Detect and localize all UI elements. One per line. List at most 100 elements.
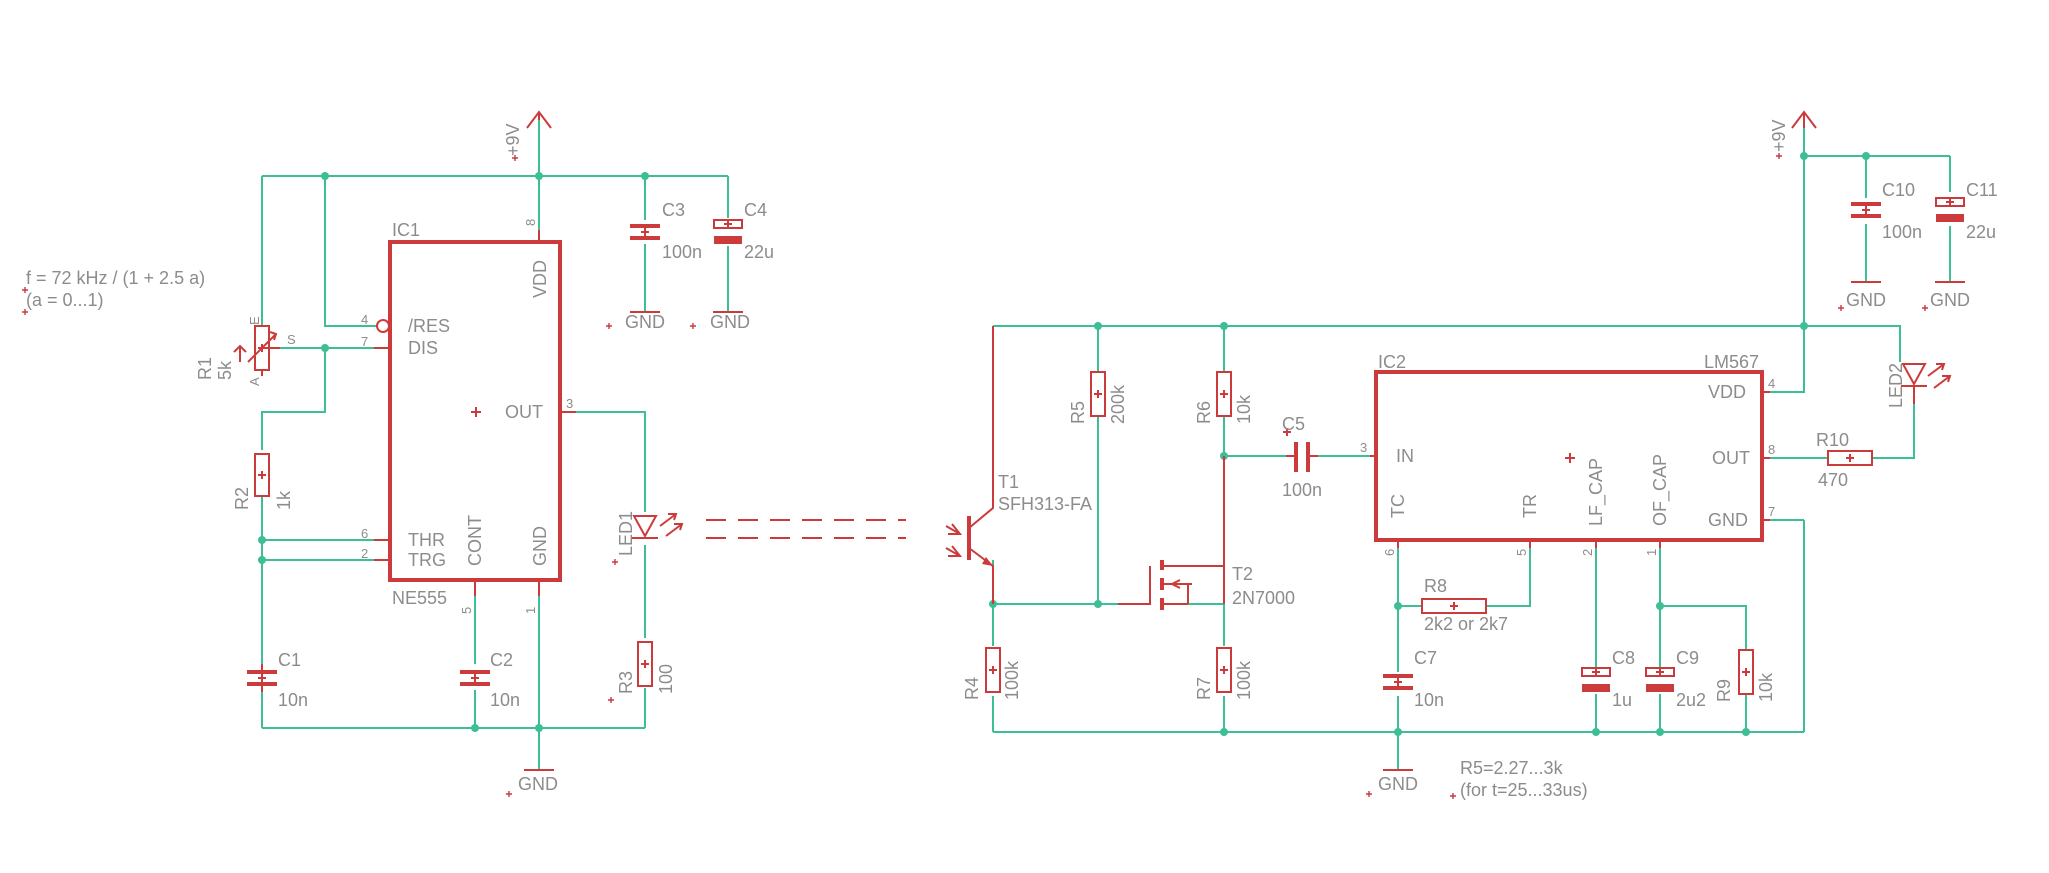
svg-text:GND: GND (1378, 774, 1418, 794)
svg-text:8: 8 (1768, 442, 1775, 457)
svg-text:10n: 10n (490, 690, 520, 710)
svg-text:C1: C1 (278, 650, 301, 670)
svg-text:R2: R2 (232, 487, 252, 510)
svg-text:3: 3 (1360, 440, 1367, 455)
frequency-formula: f = 72 kHz / (1 + 2.5 a) (26, 268, 205, 288)
svg-text:7: 7 (361, 334, 368, 349)
svg-text:T2: T2 (1232, 564, 1253, 584)
t2-mosfet: T2 2N7000 (1118, 456, 1295, 610)
c8-electrolytic: C8 1u (1581, 648, 1635, 710)
svg-text:IN: IN (1396, 446, 1414, 466)
svg-text:3: 3 (566, 396, 573, 411)
t1-phototransistor: T1 SFH313-FA (945, 326, 1092, 604)
svg-text:2: 2 (361, 546, 368, 561)
gnd-symbols-left: GND GND GND (518, 311, 750, 794)
svg-text:6: 6 (361, 526, 368, 541)
r3-resistor: R3 100 (616, 641, 676, 694)
svg-text:R3: R3 (616, 671, 636, 694)
svg-text:2N7000: 2N7000 (1232, 588, 1295, 608)
svg-text:100n: 100n (1882, 222, 1922, 242)
svg-text:IC2: IC2 (1378, 352, 1406, 372)
svg-text:1u: 1u (1612, 690, 1632, 710)
svg-text:OF_CAP: OF_CAP (1650, 454, 1671, 526)
svg-text:GND: GND (1930, 290, 1970, 310)
svg-text:100n: 100n (662, 242, 702, 262)
ic1-pin-gnd: GND (530, 526, 550, 566)
svg-text:GND: GND (1708, 510, 1748, 530)
svg-text:VDD: VDD (1708, 382, 1746, 402)
svg-text:10k: 10k (1234, 394, 1254, 424)
c2-capacitor: C2 10n (460, 650, 520, 710)
svg-text:5: 5 (1514, 549, 1529, 556)
r1-value: 5k (215, 360, 235, 380)
ic1-value: NE555 (392, 588, 447, 608)
svg-text:1: 1 (1644, 549, 1659, 556)
svg-text:C8: C8 (1612, 648, 1635, 668)
r2-resistor: R2 1k (232, 453, 294, 510)
svg-text:10n: 10n (278, 690, 308, 710)
svg-text:8: 8 (523, 219, 538, 226)
svg-text:GND: GND (710, 312, 750, 332)
svg-text:100k: 100k (1234, 660, 1254, 700)
c11-electrolytic: C11 22u (1935, 180, 1998, 242)
svg-text:A: A (247, 377, 262, 386)
svg-text:R4: R4 (962, 677, 982, 700)
origin-markers (22, 153, 1928, 799)
svg-text:R9: R9 (1714, 679, 1734, 702)
led1-diode: LED1 (616, 511, 684, 556)
svg-text:2u2: 2u2 (1676, 690, 1706, 710)
ic1-pin-out: OUT (505, 402, 543, 422)
svg-text:R7: R7 (1194, 677, 1214, 700)
led2-diode: LED2 (1886, 363, 1952, 408)
ic1-pin-res: /RES (408, 316, 450, 336)
r8-resistor: R8 2k2 or 2k7 (1421, 576, 1508, 634)
svg-text:4: 4 (361, 312, 368, 327)
svg-text:100k: 100k (1002, 660, 1022, 700)
r9-resistor: R9 10k (1714, 649, 1776, 702)
svg-text:GND: GND (518, 774, 558, 794)
r5-timing-note: (for t=25...33us) (1460, 780, 1588, 800)
svg-text:LM567: LM567 (1704, 352, 1759, 372)
svg-text:+9V: +9V (1769, 119, 1789, 152)
svg-text:200k: 200k (1108, 384, 1128, 424)
c4-electrolytic: C4 22u (713, 200, 774, 262)
r4-resistor: R4 100k (962, 647, 1022, 700)
r1-name: R1 (195, 357, 215, 380)
svg-text:100: 100 (656, 664, 676, 694)
c3-capacitor: C3 100n (630, 200, 702, 262)
svg-text:7: 7 (1768, 504, 1775, 519)
frequency-range: (a = 0...1) (26, 290, 104, 310)
ic1-pin-cont: CONT (465, 515, 485, 566)
svg-text:22u: 22u (1966, 222, 1996, 242)
svg-text:C5: C5 (1282, 414, 1305, 434)
r5-range-note: R5=2.27...3k (1460, 758, 1564, 778)
ic1-pin-thr: THR (408, 530, 445, 550)
svg-text:LED1: LED1 (616, 511, 636, 556)
svg-text:6: 6 (1382, 549, 1397, 556)
svg-text:E: E (247, 316, 262, 325)
c5-capacitor: C5 100n (1282, 414, 1322, 500)
svg-text:10n: 10n (1414, 690, 1444, 710)
ic1-name: IC1 (392, 220, 420, 240)
svg-text:T1: T1 (998, 472, 1019, 492)
svg-text:C11: C11 (1966, 180, 1998, 200)
svg-text:470: 470 (1818, 470, 1848, 490)
ir-link-dashes (706, 519, 906, 539)
r10-resistor: R10 470 (1816, 430, 1873, 490)
svg-text:R6: R6 (1194, 401, 1214, 424)
r7-resistor: R7 100k (1194, 647, 1254, 700)
svg-text:5: 5 (459, 607, 474, 614)
c10-capacitor: C10 100n (1851, 180, 1922, 242)
svg-text:R5: R5 (1068, 401, 1088, 424)
svg-text:C9: C9 (1676, 648, 1699, 668)
wires-transmitter (261, 120, 729, 770)
svg-text:LF_CAP: LF_CAP (1586, 458, 1607, 526)
svg-text:GND: GND (1846, 290, 1886, 310)
svg-text:C10: C10 (1882, 180, 1915, 200)
svg-text:R10: R10 (1816, 430, 1849, 450)
c1-capacitor: C1 10n (247, 650, 308, 710)
ic2-lm567: IC2 LM567 IN VDD OUT GND TC TR LF_CAP OF… (1360, 352, 1775, 556)
svg-text:TC: TC (1388, 494, 1408, 518)
